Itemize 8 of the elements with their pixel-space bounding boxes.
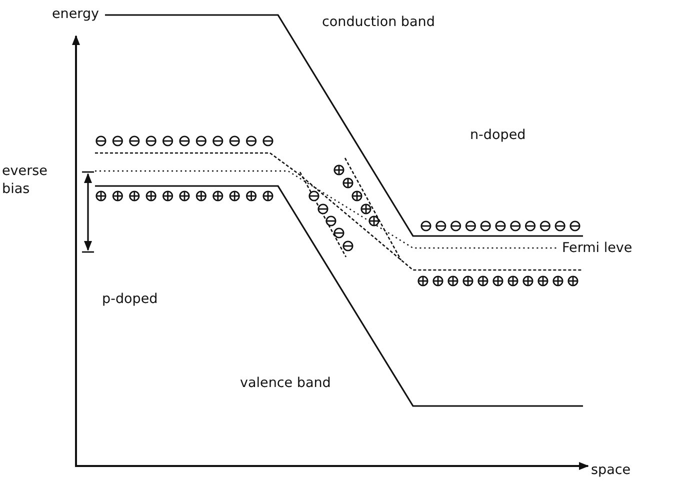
level-label: Fermi leve	[562, 240, 632, 258]
axis-label: space	[591, 462, 631, 480]
band-label: valence band	[240, 375, 331, 393]
region-label: p-doped	[102, 291, 158, 309]
axis-label: energy	[52, 6, 100, 24]
band-label: conduction band	[322, 14, 435, 32]
bias-label: everse bias	[2, 163, 48, 198]
region-label: n-doped	[470, 127, 526, 145]
